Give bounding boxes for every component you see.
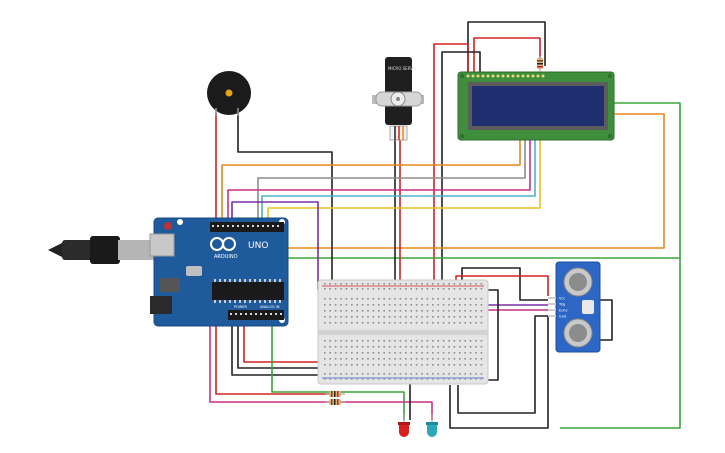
- arduino-logo: [210, 237, 236, 251]
- micro-servo: MICRO SERVO: [372, 57, 424, 141]
- breadboard: [317, 279, 489, 385]
- breadboard-holes: [324, 283, 483, 380]
- wire-bottom-loop: [488, 289, 499, 381]
- sensor-pin-label: Echo: [559, 309, 568, 313]
- resistor-led-1: [325, 391, 345, 397]
- wire-lcd-yellow: [267, 138, 541, 222]
- sensor-pin-label: Vcc: [559, 297, 565, 301]
- wire-bottom-long: [449, 316, 549, 429]
- wire-arduino-red-bottom: [215, 300, 330, 395]
- sensor-pin-label: Trig: [558, 303, 565, 307]
- wire-lcd-cyan: [261, 138, 536, 222]
- resistor-led-2: [325, 399, 345, 405]
- wire-arduino-red: [243, 318, 320, 363]
- resistors: [325, 56, 543, 405]
- resistor-lcd: [537, 56, 543, 72]
- servo-label: MICRO SERVO: [388, 66, 416, 71]
- wire-arduino-black-a: [231, 318, 320, 376]
- wire-lcd-magenta: [227, 138, 531, 222]
- wire-lcd-orange-right: [275, 113, 665, 249]
- lcd-16x2: [457, 71, 615, 141]
- led-red: [398, 414, 410, 437]
- wire-lcd-orange: [221, 138, 521, 222]
- arduino-uno: ARDUINO UNO POWER ANALOG IN: [48, 217, 289, 327]
- wire-lcd-gray: [257, 138, 526, 222]
- wire-lcd-red-down: [433, 43, 469, 290]
- wire-arduino-black-b: [237, 318, 320, 369]
- wire-purple-top: [231, 201, 319, 290]
- power-label: POWER: [234, 305, 248, 309]
- arduino-model: UNO: [248, 241, 268, 251]
- analog-label: ANALOG IN: [260, 305, 280, 309]
- sensor-pin-label: Gnd: [559, 315, 566, 319]
- wire-sensor-right: [600, 299, 613, 341]
- piezo-buzzer: [207, 71, 251, 116]
- wire-sensor-gnd-out: [457, 315, 548, 414]
- wire-lcd-red-top: [473, 37, 541, 72]
- led-blue: [426, 414, 438, 437]
- wire-green-bottom: [560, 258, 681, 429]
- wire-lcd-black-down: [441, 51, 481, 295]
- wire-lcd-green-right: [280, 102, 681, 259]
- wire-buzzer-black: [237, 112, 333, 290]
- arduino-brand: ARDUINO: [214, 254, 238, 260]
